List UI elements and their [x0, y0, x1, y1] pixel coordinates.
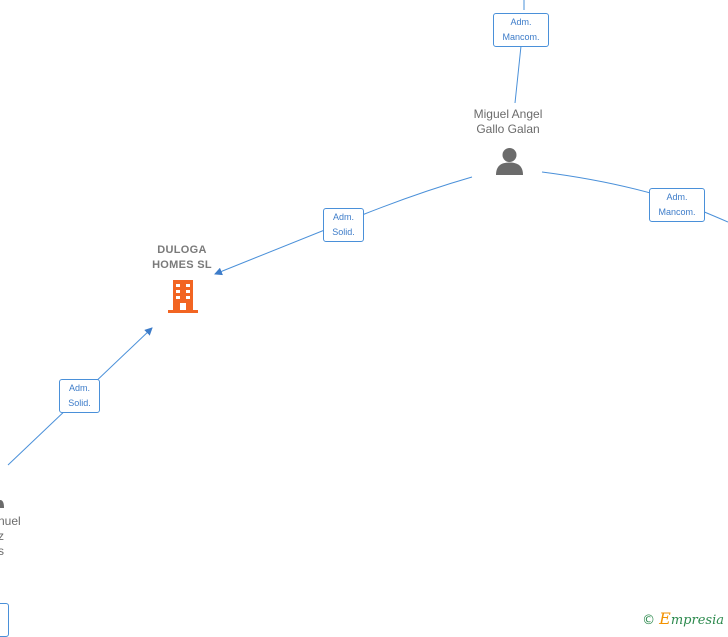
edge-label-line1: Adm. — [332, 212, 354, 222]
company-name-duloga-homes[interactable]: DULOGA HOMES SL — [142, 243, 222, 273]
empresia-logo: ©Empresia — [642, 609, 724, 628]
person-icon-partial[interactable] — [0, 490, 5, 508]
edge-label-line2: Mancom. — [502, 32, 540, 42]
edge-label-line2: Solid. — [68, 398, 91, 408]
person-name-partial-bottom-left[interactable]: nuel z s — [0, 514, 24, 559]
company-name-line2: HOMES SL — [152, 259, 212, 271]
company-name-line1: DULOGA — [157, 244, 207, 256]
logo-text: mpresia — [670, 613, 724, 628]
building-icon[interactable] — [167, 279, 199, 314]
edge-label-top-adm-mancom[interactable]: Adm. Mancom. — [493, 13, 549, 47]
person-name-line3: s — [0, 544, 4, 558]
edge-label-adm-solid-miguel[interactable]: Adm. Solid. — [323, 208, 364, 242]
edge-label-line1: Adm. — [68, 383, 90, 393]
edge-label-line2: Mancom. — [658, 207, 696, 217]
edge-label-line1: Adm. — [666, 192, 688, 202]
edge-line-miguel-duloga — [214, 176, 473, 276]
copyright-symbol: © — [642, 613, 656, 628]
person-icon[interactable] — [495, 147, 524, 175]
person-name-line2: z — [0, 529, 4, 543]
person-name-line1: Miguel Angel — [473, 107, 543, 121]
edge-label-line1: Adm. — [510, 17, 532, 27]
logo-initial: E — [659, 609, 671, 628]
edge-label-line2: Solid. — [332, 227, 355, 237]
person-name-line2: Gallo Galan — [476, 122, 540, 136]
edge-label-adm-solid-bottom[interactable]: Adm. Solid. — [59, 379, 100, 413]
edge-line-top — [514, 0, 525, 104]
person-name-line1: nuel — [0, 514, 21, 528]
edge-label-partial-bottom[interactable] — [0, 603, 9, 637]
edge-label-right-adm-mancom[interactable]: Adm. Mancom. — [649, 188, 705, 222]
person-name-miguel-angel[interactable]: Miguel Angel Gallo Galan — [456, 107, 560, 137]
